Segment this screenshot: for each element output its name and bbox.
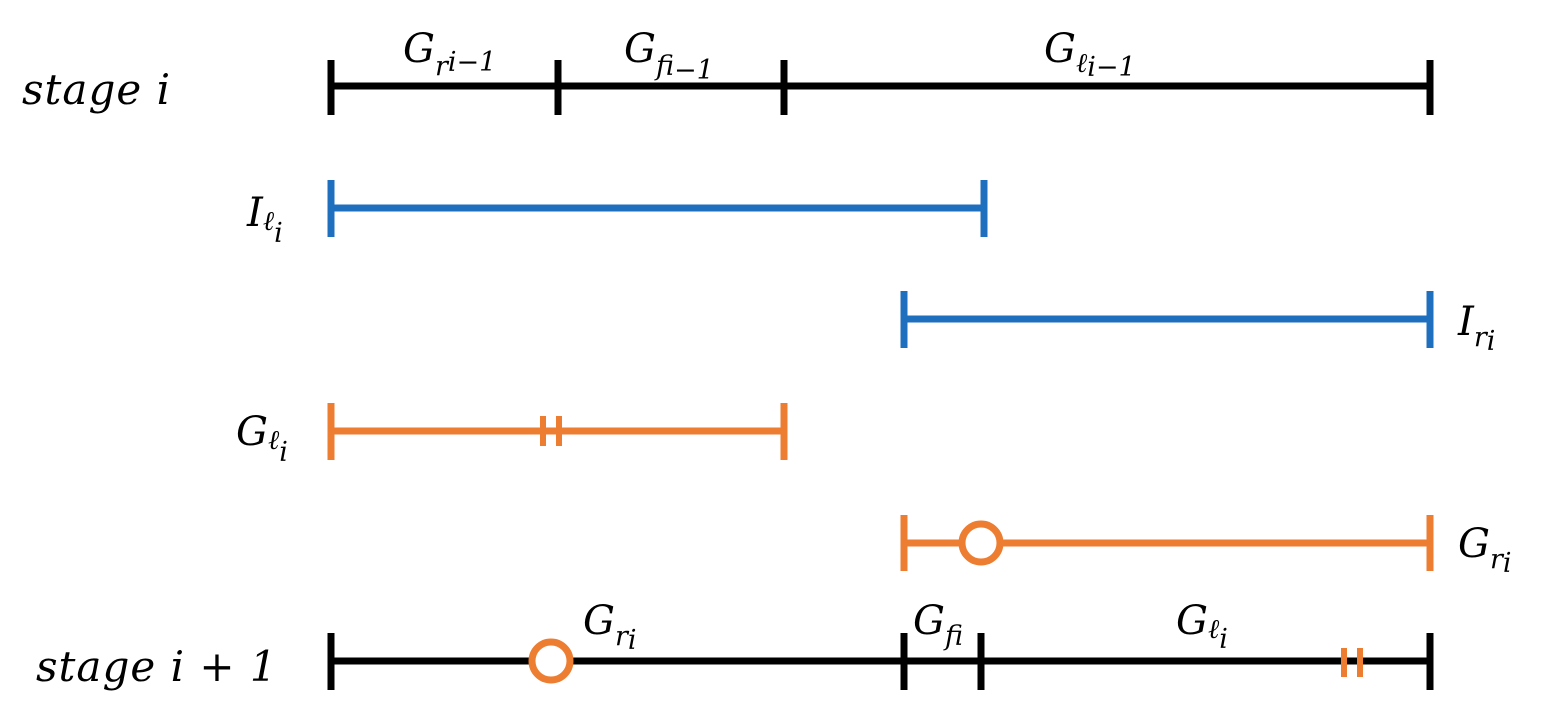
stage-i-label: stage i (22, 65, 171, 114)
i-l-label: Iℓi (246, 190, 283, 249)
stage-i-plus-1-g-r-label: Gri (583, 598, 637, 656)
stage-i-g-f-label: Gfi−1 (624, 26, 714, 86)
stage-i-g-l-label: Gℓi−1 (1044, 26, 1136, 83)
stage-i-plus-1-label: stage i + 1 (36, 642, 278, 691)
g-l-double-tick-mark (540, 416, 562, 446)
stage-i-plus-1-double-tick-mark (1341, 648, 1363, 677)
g-r-label: Gri (1458, 521, 1512, 579)
stage-i-plus-1-circle-marker (528, 638, 574, 684)
stage-i-plus-1-g-l-label: Gℓi (1176, 598, 1228, 655)
stage-i-g-r-label: Gri−1 (403, 26, 496, 82)
stage-i-plus-1-g-f-label: Gfi (913, 598, 963, 652)
stage-i-line (327, 60, 1434, 115)
i-r-label: Iri (1457, 299, 1495, 357)
i-r-interval (900, 291, 1434, 348)
g-l-label: Gℓi (236, 409, 288, 468)
i-l-interval (327, 180, 988, 237)
g-r-circle-marker (958, 520, 1004, 566)
stage-i-plus-1-line (327, 633, 1434, 690)
